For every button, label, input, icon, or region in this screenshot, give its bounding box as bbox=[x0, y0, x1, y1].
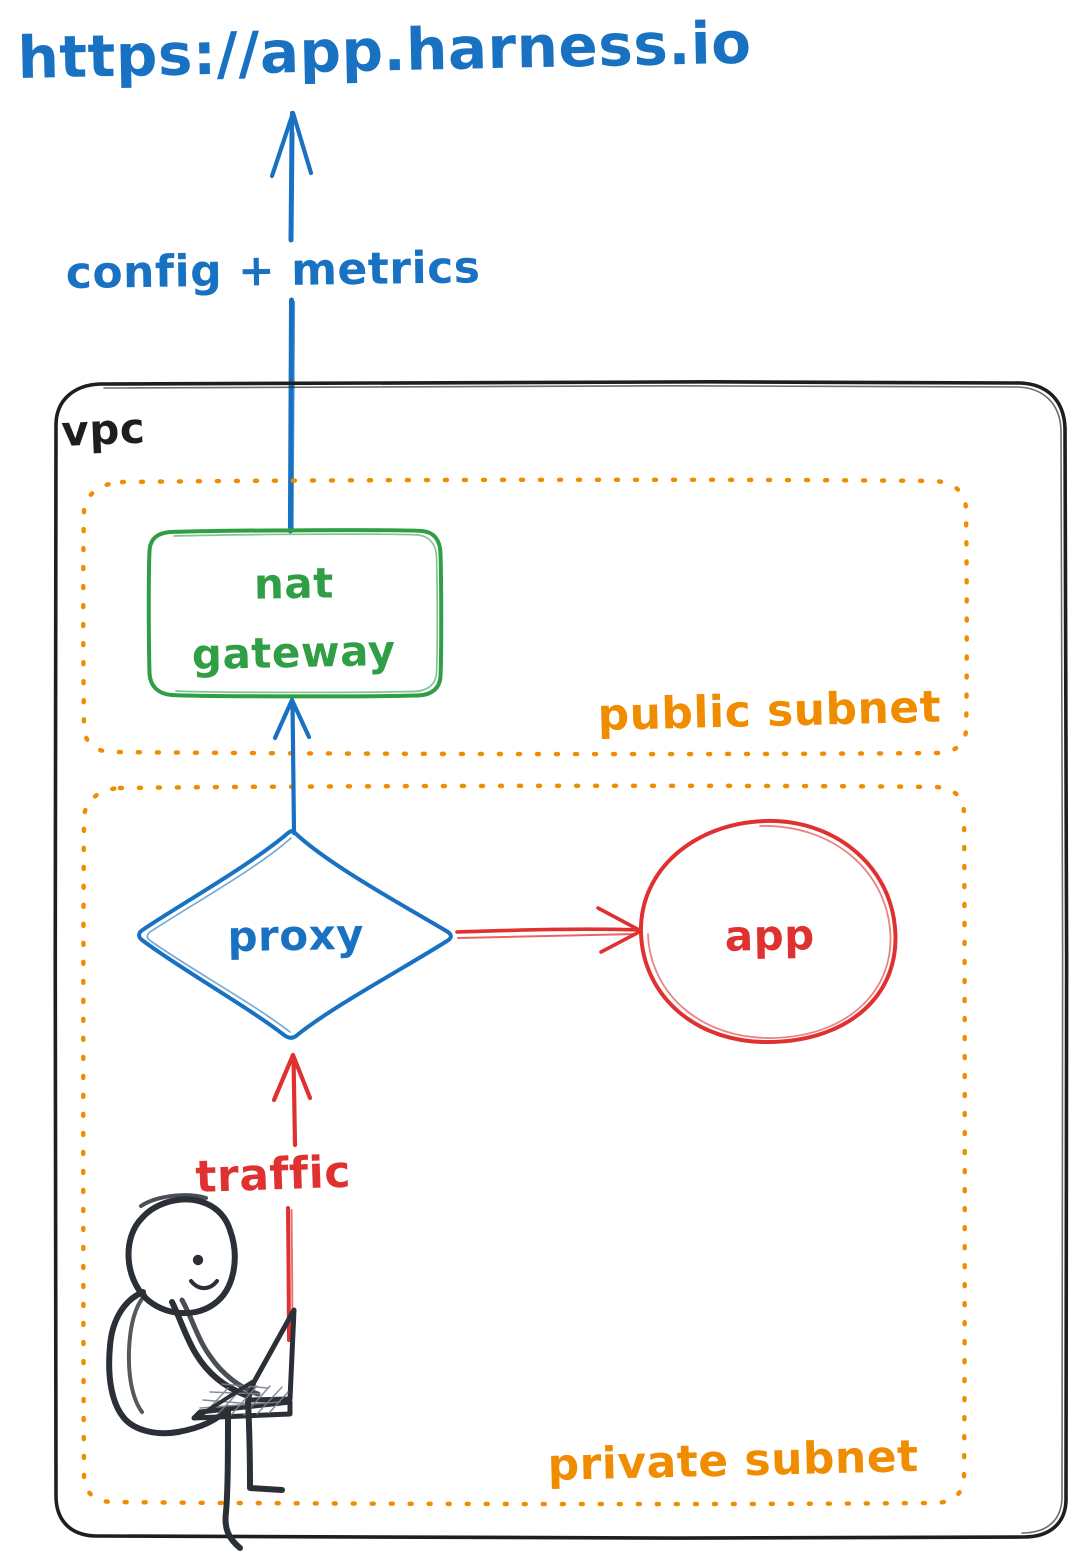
user-head bbox=[125, 1196, 238, 1317]
edge-proxy-nat-echo bbox=[291, 704, 296, 836]
nat-gateway-shape-echo bbox=[173, 533, 439, 694]
app-shape-echo bbox=[647, 825, 892, 1039]
vpc-border bbox=[53, 379, 1069, 1540]
traffic-label: traffic bbox=[195, 1147, 352, 1203]
arrowhead-up-proxy bbox=[271, 1052, 313, 1148]
edge-proxy-app-shaft bbox=[455, 927, 642, 934]
node-app[interactable]: app bbox=[638, 818, 898, 1045]
public-subnet-container: public subnet bbox=[81, 477, 969, 757]
user-back bbox=[106, 1289, 181, 1437]
user-leg-back bbox=[245, 1399, 285, 1493]
external-endpoint-label: https://app.harness.io bbox=[17, 9, 752, 92]
app-label: app bbox=[724, 910, 815, 961]
nat-gateway-label-line1: nat bbox=[253, 558, 334, 608]
node-nat-gateway[interactable]: nat gateway bbox=[146, 528, 444, 699]
edge-shaft-upper bbox=[288, 130, 295, 243]
config-metrics-label: config + metrics bbox=[65, 242, 480, 299]
edge-user-to-proxy bbox=[271, 1052, 313, 1342]
edge-shaft-lower-echo bbox=[291, 300, 296, 531]
edge-proxy-to-nat bbox=[272, 697, 312, 836]
public-subnet-border bbox=[81, 477, 969, 757]
vpc-label: vpc bbox=[60, 403, 146, 456]
laptop-edge bbox=[194, 1380, 254, 1420]
nat-gateway-shape bbox=[146, 528, 444, 699]
edge-user-proxy-echo bbox=[292, 1060, 297, 1148]
edge-user-proxy-lower bbox=[286, 1206, 291, 1342]
private-subnet-border bbox=[81, 783, 967, 1507]
user-eye bbox=[192, 1254, 204, 1266]
user-actor-figure bbox=[106, 1193, 297, 1551]
edge-proxy-app-shaft-echo bbox=[457, 933, 638, 939]
app-shape bbox=[638, 818, 898, 1045]
user-leg-front bbox=[222, 1409, 243, 1551]
proxy-shape bbox=[137, 829, 453, 1040]
private-subnet-container: private subnet bbox=[81, 783, 967, 1507]
edge-shaft-lower bbox=[287, 297, 294, 534]
proxy-shape-echo bbox=[146, 837, 292, 1033]
proxy-label: proxy bbox=[227, 910, 364, 961]
arrowhead-right-app bbox=[596, 906, 643, 954]
user-back-echo bbox=[126, 1293, 147, 1414]
node-proxy[interactable]: proxy bbox=[137, 829, 453, 1040]
user-smile bbox=[189, 1279, 219, 1291]
user-arm bbox=[169, 1299, 251, 1399]
edge-nat-to-internet bbox=[269, 110, 314, 534]
edge-proxy-to-app bbox=[455, 906, 643, 954]
nat-gateway-label-line2: gateway bbox=[191, 626, 396, 679]
private-subnet-label: private subnet bbox=[547, 1431, 919, 1491]
public-subnet-label: public subnet bbox=[597, 682, 942, 741]
vpc-container: vpc bbox=[53, 379, 1069, 1540]
vpc-border-echo bbox=[103, 384, 1064, 1534]
user-hair-line bbox=[139, 1193, 208, 1208]
